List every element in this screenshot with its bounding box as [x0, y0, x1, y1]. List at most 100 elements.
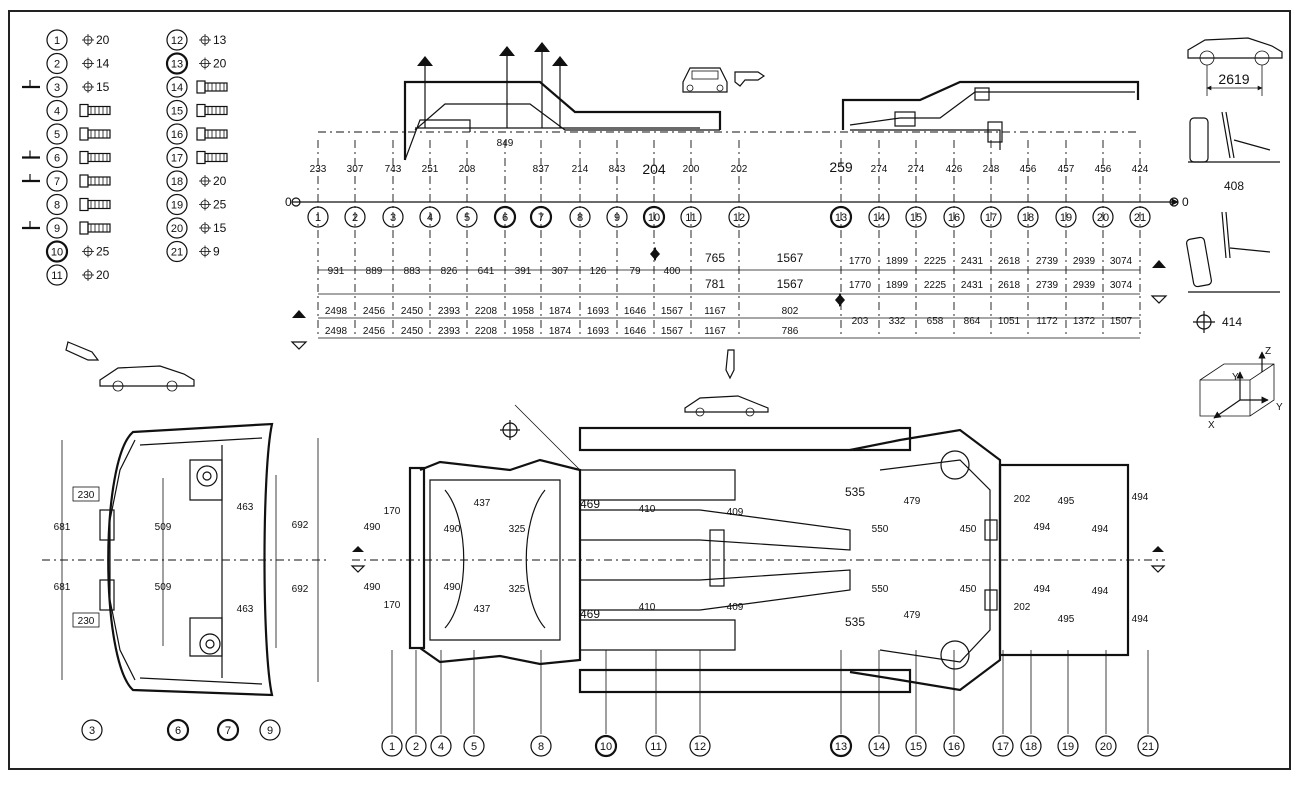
value-414: 414 — [1222, 315, 1242, 329]
suspension-icon-1: 408 — [1188, 111, 1280, 193]
svg-text:692: 692 — [292, 520, 309, 531]
side-point-13: 13 — [829, 205, 853, 229]
legend-point-3-label: 3 — [54, 82, 60, 94]
dimension-value: 2225 — [924, 280, 947, 291]
underbody-point-2-label: 2 — [413, 741, 419, 753]
dimension-value: 1172 — [1036, 316, 1058, 327]
dimension-value: 2618 — [998, 280, 1021, 291]
legend-point-12-label: 12 — [171, 35, 183, 47]
dimension-value: 203 — [852, 316, 869, 327]
side-point-16-label: 16 — [948, 212, 960, 224]
dimension-value: 641 — [478, 266, 495, 277]
legend-point-8: 8 — [46, 193, 68, 216]
underbody-point-17: 17 — [992, 735, 1014, 757]
legend-point-18: 18 — [166, 170, 188, 192]
side-height-8: 214 — [572, 164, 589, 175]
front-dimension: 509 — [155, 582, 172, 593]
dimension-value: 2618 — [998, 256, 1021, 267]
legend-value-1: 20 — [96, 33, 110, 47]
legend-value-19: 25 — [213, 198, 227, 212]
dimension-value: 1958 — [512, 326, 535, 337]
dimension-value: 2393 — [438, 306, 461, 317]
dimension-value: 332 — [889, 316, 906, 327]
side-point-17-label: 17 — [985, 212, 997, 224]
front-dimension: 692 — [292, 584, 309, 595]
legend-point-9-label: 9 — [54, 223, 60, 235]
underbody-dimension: 202 — [1014, 494, 1031, 505]
underbody-dimension: 437 — [474, 604, 491, 615]
dimension-value: 889 — [366, 266, 383, 277]
underbody-dimension: 495 — [1058, 496, 1075, 507]
bolt-icon — [79, 174, 111, 188]
side-point-3: 3 — [382, 206, 404, 228]
front-dimension: 681 — [54, 522, 71, 533]
legend-point-15: 15 — [166, 99, 188, 122]
underbody-point-2: 2 — [405, 735, 427, 757]
dimension-value: 1646 — [624, 306, 647, 317]
origin-left-label: 0 — [285, 195, 292, 209]
pointing-hand-icon — [734, 71, 766, 87]
underbody-point-19-label: 19 — [1062, 741, 1074, 753]
legend-value-3: 15 — [96, 80, 110, 94]
underbody-dimension: 535 — [845, 485, 865, 499]
side-height-20: 456 — [1095, 164, 1112, 175]
legend-point-20-label: 20 — [171, 223, 183, 235]
underbody-dimension: 325 — [509, 524, 526, 535]
side-point-11-label: 11 — [685, 212, 696, 224]
side-height-5: 208 — [459, 164, 476, 175]
legend-point-20: 20 — [166, 217, 188, 239]
side-point-6-label: 6 — [502, 212, 508, 224]
underbody-dimension: 202 — [1014, 602, 1031, 613]
value-408: 408 — [1224, 179, 1244, 193]
dimension-value: 781 — [705, 277, 725, 291]
legend-point-12: 12 — [166, 29, 188, 51]
underbody-point-18-label: 18 — [1025, 741, 1037, 753]
underbody-dimension: 409 — [727, 507, 744, 518]
bolt-icon — [79, 197, 111, 212]
side-point-9: 9 — [606, 206, 628, 228]
dimension-value: 3074 — [1110, 280, 1133, 291]
side-height-16: 426 — [946, 164, 963, 175]
dimension-value: 1874 — [549, 306, 572, 317]
legend-point-19-label: 19 — [171, 200, 183, 212]
legend-point-5: 5 — [46, 123, 68, 145]
side-point-17: 17 — [980, 206, 1002, 228]
svg-text:509: 509 — [155, 522, 172, 533]
legend-point-17: 17 — [166, 146, 188, 169]
side-point-1: 1 — [307, 206, 329, 228]
dimension-value: 1167 — [704, 306, 726, 317]
car-front-icon — [682, 67, 728, 93]
underbody-point-5-label: 5 — [471, 741, 477, 753]
suspension-icon-2 — [1186, 211, 1280, 293]
dimension-value: 2450 — [401, 306, 424, 317]
underbody-point-8: 8 — [530, 735, 552, 757]
svg-text:Y: Y — [1232, 372, 1239, 383]
underbody-point-14-label: 14 — [873, 741, 885, 753]
side-height-19: 457 — [1058, 164, 1075, 175]
legend-value-18: 20 — [213, 174, 227, 188]
legend-point-4-label: 4 — [54, 106, 60, 118]
axis-box-icon: X Y Y Z — [1199, 346, 1283, 431]
underbody-dimension: 325 — [509, 584, 526, 595]
side-point-3-label: 3 — [390, 212, 396, 224]
origin-right-label: 0 — [1182, 195, 1189, 209]
underbody-point-4: 4 — [430, 735, 452, 757]
dimension-value: 400 — [664, 266, 681, 277]
underbody-dimension: 494 — [1092, 586, 1109, 597]
legend-point-18-label: 18 — [171, 176, 183, 188]
dimension-value: 883 — [404, 266, 421, 277]
legend-point-17-label: 17 — [171, 153, 183, 165]
dimension-value: 1646 — [624, 326, 647, 337]
hand-icon — [65, 341, 100, 361]
dimension-value: 2939 — [1073, 256, 1096, 267]
side-point-10-label: 10 — [648, 212, 660, 224]
underbody-dimension: 495 — [1058, 614, 1075, 625]
underbody-dimension: 490 — [364, 582, 381, 593]
side-point-14-label: 14 — [873, 212, 885, 224]
dimension-value: 2431 — [961, 256, 984, 267]
underbody-point-12: 12 — [689, 735, 711, 757]
side-point-7: 7 — [529, 205, 553, 229]
side-point-11: 11 — [680, 206, 702, 228]
legend-point-2-label: 2 — [54, 59, 60, 71]
side-point-5: 5 — [456, 206, 478, 228]
